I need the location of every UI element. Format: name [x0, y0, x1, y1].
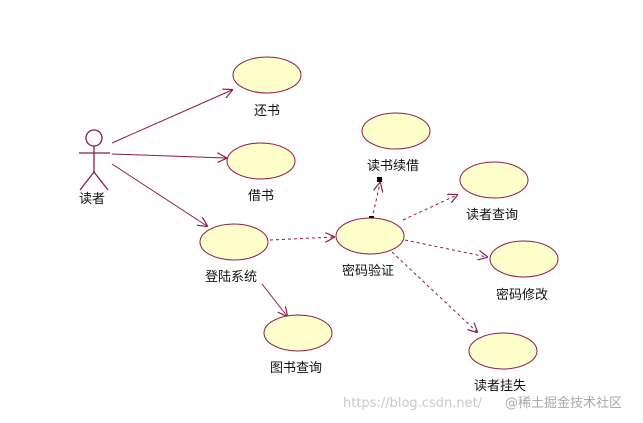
actor-label: 读者 [79, 192, 106, 207]
assoc-actor-return [111, 90, 232, 144]
usecase-borrow-label: 借书 [248, 189, 275, 204]
dep-verify-readerquery [402, 195, 457, 221]
usecase-return-ellipse [232, 56, 302, 94]
assoc-actor-login [111, 163, 207, 226]
usecase-bookquery-ellipse [263, 314, 333, 352]
usecase-reportloss-ellipse [468, 332, 538, 370]
usecase-renew-label: 读书续借 [367, 159, 420, 174]
usecase-pwchange-ellipse [489, 240, 559, 278]
usecase-login-ellipse [199, 223, 269, 261]
actor-figure [79, 129, 110, 191]
usecase-return-label: 还书 [254, 104, 281, 119]
usecase-verify-ellipse [335, 217, 405, 255]
usecase-readerquery-ellipse [459, 161, 529, 199]
usecase-reportloss-label: 读者挂失 [474, 379, 527, 394]
usecase-bookquery-label: 图书查询 [270, 361, 323, 376]
dep-verify-reportloss [391, 251, 477, 332]
usecase-pwchange-label: 密码修改 [496, 288, 549, 303]
usecase-borrow-ellipse [226, 142, 296, 180]
usecase-renew-ellipse [361, 112, 431, 150]
assoc-actor-borrow [111, 154, 226, 158]
assoc-login-bookquery [261, 283, 287, 316]
dep-login-verify [269, 237, 334, 240]
dep-verify-renew [371, 183, 380, 220]
usecase-verify-label: 密码验证 [342, 264, 395, 279]
renew-anchor-dot [377, 177, 382, 182]
dep-verify-pwchange [404, 239, 487, 257]
usecase-login-label: 登陆系统 [205, 270, 258, 285]
watermark-brand: @稀土掘金技术社区 [505, 396, 623, 411]
watermark-url: https://blog.csdn.net/ [343, 396, 483, 411]
usecase-readerquery-label: 读者查询 [466, 208, 519, 223]
